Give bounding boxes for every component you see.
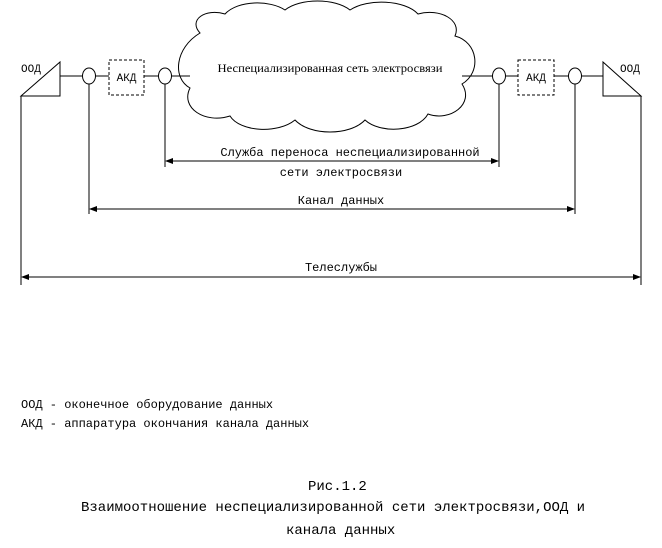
legend-line-1: ООД - оконечное оборудование данных (21, 398, 274, 412)
interface-point (82, 67, 96, 85)
channel-arrow: Канал данных (89, 194, 575, 212)
right-terminal: ООД (602, 60, 643, 285)
figure-title-line-1: Взаимоотношение неспециализированной сет… (81, 500, 586, 516)
right-adapter: АКД (517, 59, 555, 96)
teleservices-arrow: Телеслужбы (21, 261, 641, 280)
channel-arrow-label: Канал данных (298, 194, 384, 208)
right-terminal-label: ООД (620, 64, 640, 76)
service-arrow: Служба переноса неспециализированной сет… (165, 146, 499, 180)
drop-lines (88, 84, 576, 214)
service-arrow-label-line1: Служба переноса неспециализированной (220, 146, 479, 160)
interface-point (158, 67, 172, 85)
left-adapter-label: АКД (117, 73, 137, 85)
figure-title-line-2: канала данных (286, 523, 396, 539)
figure-number: Рис.1.2 (308, 479, 367, 495)
interface-point (492, 67, 506, 85)
cloud-label: Неспециализированная сеть электросвязи (218, 61, 444, 75)
network-cloud: Неспециализированная сеть электросвязи (178, 0, 476, 133)
interface-point (568, 67, 582, 85)
left-adapter: АКД (108, 59, 145, 96)
teleservices-arrow-label: Телеслужбы (305, 261, 377, 275)
left-terminal: ООД (19, 60, 61, 285)
right-adapter-label: АКД (526, 73, 546, 85)
service-arrow-label-line2: сети электросвязи (280, 166, 402, 180)
legend-line-2: АКД - аппаратура окончания канала данных (21, 417, 310, 431)
left-terminal-label: ООД (21, 64, 41, 76)
